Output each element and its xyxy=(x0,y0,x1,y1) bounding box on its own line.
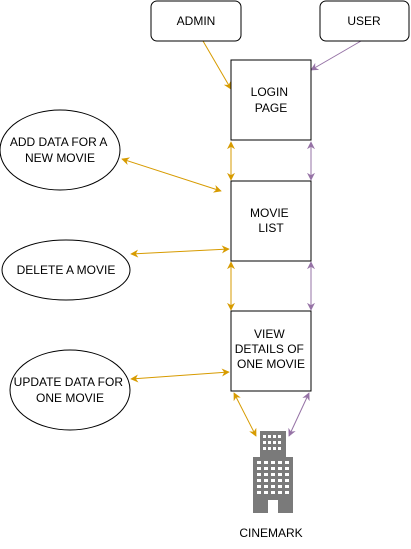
cinemark-label: CINEMARK xyxy=(239,526,302,540)
edges xyxy=(121,40,362,437)
edge-user-to-login xyxy=(310,40,362,71)
add-movie-label: ADD DATA FOR A NEW MOVIE xyxy=(10,135,110,165)
add-movie-usecase[interactable]: ADD DATA FOR A NEW MOVIE xyxy=(0,109,121,191)
movie-list-label: MOVIE LIST xyxy=(250,206,292,235)
edge-update-details xyxy=(130,368,230,383)
view-details-label: VIEW DETAILS OF ONE MOVIE xyxy=(235,327,307,371)
actor-admin[interactable]: ADMIN xyxy=(150,0,242,42)
edge-details-cinemark-user xyxy=(288,392,310,437)
actor-user[interactable]: USER xyxy=(319,0,410,42)
actor-user-box xyxy=(319,0,410,42)
update-movie-ellipse xyxy=(9,349,131,431)
actor-admin-box xyxy=(150,0,242,42)
building-icon xyxy=(253,431,293,513)
view-details-node[interactable]: VIEW DETAILS OF ONE MOVIE xyxy=(230,310,312,392)
add-movie-ellipse xyxy=(0,109,121,191)
login-page-box xyxy=(230,59,312,141)
update-movie-label: UPDATE DATA FOR ONE MOVIE xyxy=(14,375,127,405)
movie-list-node[interactable]: MOVIE LIST xyxy=(230,180,312,262)
edge-admin-to-login xyxy=(202,40,232,90)
login-page-label: LOGIN PAGE xyxy=(251,85,292,115)
cinemark-node[interactable]: CINEMARK xyxy=(239,431,303,540)
view-details-box xyxy=(230,310,312,392)
actor-user-label: USER xyxy=(347,14,381,28)
update-movie-usecase[interactable]: UPDATE DATA FOR ONE MOVIE xyxy=(9,349,131,431)
edge-details-cinemark-admin xyxy=(233,392,257,437)
delete-movie-usecase[interactable]: DELETE A MOVIE xyxy=(1,239,131,301)
movie-list-box xyxy=(230,180,312,262)
delete-movie-label: DELETE A MOVIE xyxy=(17,263,116,277)
login-page-node[interactable]: LOGIN PAGE xyxy=(230,59,312,141)
edge-add-movielist xyxy=(121,157,222,193)
delete-movie-ellipse xyxy=(1,239,131,301)
actor-admin-label: ADMIN xyxy=(177,14,216,28)
edge-delete-movielist xyxy=(130,245,230,258)
